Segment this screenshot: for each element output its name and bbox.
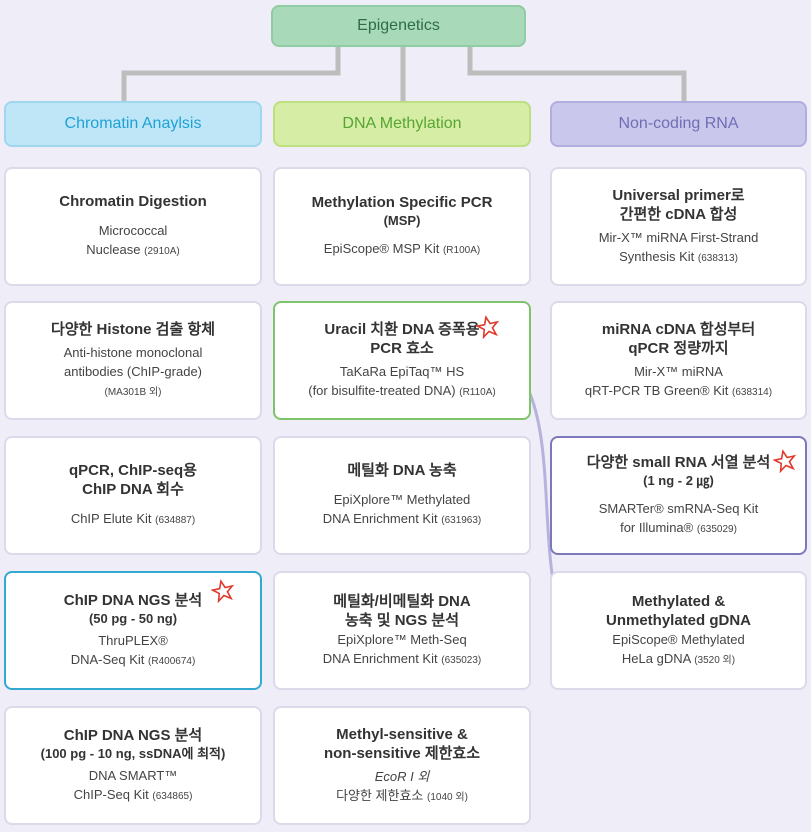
card-msp[interactable]: Methylation Specific PCR (MSP) EpiScope®… <box>273 167 531 286</box>
catalog-number: (MA301B 외) <box>104 386 162 398</box>
product-line: Anti-histone monoclonal <box>63 344 203 360</box>
card-small-rna-seq[interactable]: 다양한 small RNA 서열 분석 (1 ng - 2 ㎍) SMARTer… <box>550 436 807 555</box>
product-line: EpiScope® MSP Kit (R100A) <box>323 241 481 256</box>
root-node: Epigenetics <box>271 5 526 47</box>
star-icon <box>476 315 500 339</box>
catalog-number: (634865) <box>152 790 193 802</box>
card-subtitle: (MSP) <box>383 213 421 228</box>
card-title: 메틸화/비메틸화 DNA <box>333 592 471 610</box>
catalog-number: (635023) <box>441 654 482 666</box>
catalog-number: (638314) <box>732 386 773 398</box>
card-title: Methyl-sensitive & <box>336 725 468 743</box>
product-line: EpiScope® Methylated <box>612 631 745 647</box>
card-uracil-pcr[interactable]: Uracil 치환 DNA 증폭용 PCR 효소 TaKaRa EpiTaq™ … <box>273 301 531 420</box>
card-methyl-enrichment[interactable]: 메틸화 DNA 농축 EpiXplore™ Methylated DNA Enr… <box>273 436 531 555</box>
product-line: EpiXplore™ Methylated <box>333 492 471 507</box>
card-title: miRNA cDNA 합성부터 <box>601 320 756 338</box>
catalog-number: (R400674) <box>148 655 196 667</box>
card-title: 메틸화 DNA 농축 <box>347 462 457 479</box>
card-title: 농축 및 NGS 분석 <box>344 611 459 629</box>
card-title: Unmethylated gDNA <box>605 611 751 629</box>
product-line: EcoR I 외 <box>374 768 430 784</box>
product-line: qRT-PCR TB Green® Kit (638314) <box>584 382 773 398</box>
product-line: EpiXplore™ Meth-Seq <box>337 631 467 647</box>
product-line: DNA SMART™ <box>88 767 178 783</box>
card-title: Uracil 치환 DNA 증폭용 <box>324 320 480 338</box>
card-title: 다양한 small RNA 서열 분석 <box>586 453 771 471</box>
card-title: non-sensitive 제한효소 <box>323 744 481 762</box>
product-line: Nuclease (2910A) <box>86 242 180 257</box>
product-line: Mir-X™ miRNA <box>634 363 723 379</box>
card-restriction-enzymes[interactable]: Methyl-sensitive & non-sensitive 제한효소 Ec… <box>273 706 531 825</box>
card-title: qPCR 정량까지 <box>628 339 729 357</box>
product-line: Micrococcal <box>98 223 168 238</box>
catalog-number: (3520 외) <box>694 654 736 666</box>
card-histone-antibodies[interactable]: 다양한 Histone 검출 항체 Anti-histone monoclona… <box>4 301 262 420</box>
catalog-number: (R110A) <box>459 386 496 398</box>
card-subtitle: (1 ng - 2 ㎍) <box>643 472 714 488</box>
catalog-number: (1040 외) <box>427 791 468 803</box>
catalog-number: (638313) <box>697 252 738 264</box>
product-line: DNA-Seq Kit (R400674) <box>70 651 196 667</box>
column-header-chromatin: Chromatin Anaylsis <box>4 101 262 147</box>
card-title: Methylation Specific PCR <box>311 194 493 211</box>
product-line: (for bisulfite-treated DNA) (R110A) <box>308 382 496 398</box>
catalog-number: (634887) <box>155 515 196 526</box>
card-chip-recovery[interactable]: qPCR, ChIP-seq용 ChIP DNA 회수 ChIP Elute K… <box>4 436 262 555</box>
card-title: ChIP DNA NGS 분석 <box>63 726 203 744</box>
card-title: PCR 효소 <box>370 339 434 357</box>
product-line: antibodies (ChIP-grade) <box>63 363 203 379</box>
card-meth-seq[interactable]: 메틸화/비메틸화 DNA 농축 및 NGS 분석 EpiXplore™ Meth… <box>273 571 531 690</box>
product-line: ChIP Elute Kit (634887) <box>70 511 196 526</box>
card-chip-ngs-smart[interactable]: ChIP DNA NGS 분석 (100 pg - 10 ng, ssDNA에 … <box>4 706 262 825</box>
product-line: Synthesis Kit (638313) <box>619 248 738 264</box>
star-icon <box>211 579 235 603</box>
card-subtitle: (50 pg - 50 ng) <box>88 610 178 626</box>
card-title: 간편한 cDNA 합성 <box>619 205 738 223</box>
card-title: 다양한 Histone 검출 항체 <box>50 320 216 338</box>
product-line: ThruPLEX® <box>98 632 168 648</box>
product-line: 다양한 제한효소 (1040 외) <box>336 787 468 803</box>
product-line: TaKaRa EpiTaq™ HS <box>339 363 465 379</box>
card-mirna-qpcr[interactable]: miRNA cDNA 합성부터 qPCR 정량까지 Mir-X™ miRNA q… <box>550 301 807 420</box>
card-title: ChIP DNA NGS 분석 <box>63 591 203 609</box>
product-line: SMARTer® smRNA-Seq Kit <box>598 500 759 516</box>
column-header-methylation: DNA Methylation <box>273 101 531 147</box>
product-line: HeLa gDNA (3520 외) <box>621 650 736 666</box>
product-line: ChIP-Seq Kit (634865) <box>73 786 193 802</box>
card-title: Methylated & <box>631 592 726 610</box>
card-title: qPCR, ChIP-seq용 <box>69 462 197 479</box>
card-title: Chromatin Digestion <box>59 193 207 210</box>
card-title: Universal primer로 <box>612 186 745 204</box>
product-line: DNA Enrichment Kit (631963) <box>322 511 482 526</box>
card-chromatin-digestion[interactable]: Chromatin Digestion Micrococcal Nuclease… <box>4 167 262 286</box>
product-line: DNA Enrichment Kit (635023) <box>322 650 482 666</box>
card-subtitle: (100 pg - 10 ng, ssDNA에 최적) <box>40 745 226 761</box>
star-icon <box>773 449 797 473</box>
card-chip-ngs-thruplex[interactable]: ChIP DNA NGS 분석 (50 pg - 50 ng) ThruPLEX… <box>4 571 262 690</box>
catalog-number: (635029) <box>696 523 737 535</box>
product-line: Mir-X™ miRNA First-Strand <box>598 229 759 245</box>
catalog-number: (631963) <box>441 515 482 526</box>
catalog-number: (2910A) <box>144 246 180 257</box>
card-title: ChIP DNA 회수 <box>82 481 184 498</box>
catalog-number: (R100A) <box>442 245 481 256</box>
card-mirna-cdna[interactable]: Universal primer로 간편한 cDNA 합성 Mir-X™ miR… <box>550 167 807 286</box>
product-line: for Illumina® (635029) <box>620 519 737 535</box>
column-header-ncrna: Non-coding RNA <box>550 101 807 147</box>
card-methylated-gdna[interactable]: Methylated & Unmethylated gDNA EpiScope®… <box>550 571 807 690</box>
